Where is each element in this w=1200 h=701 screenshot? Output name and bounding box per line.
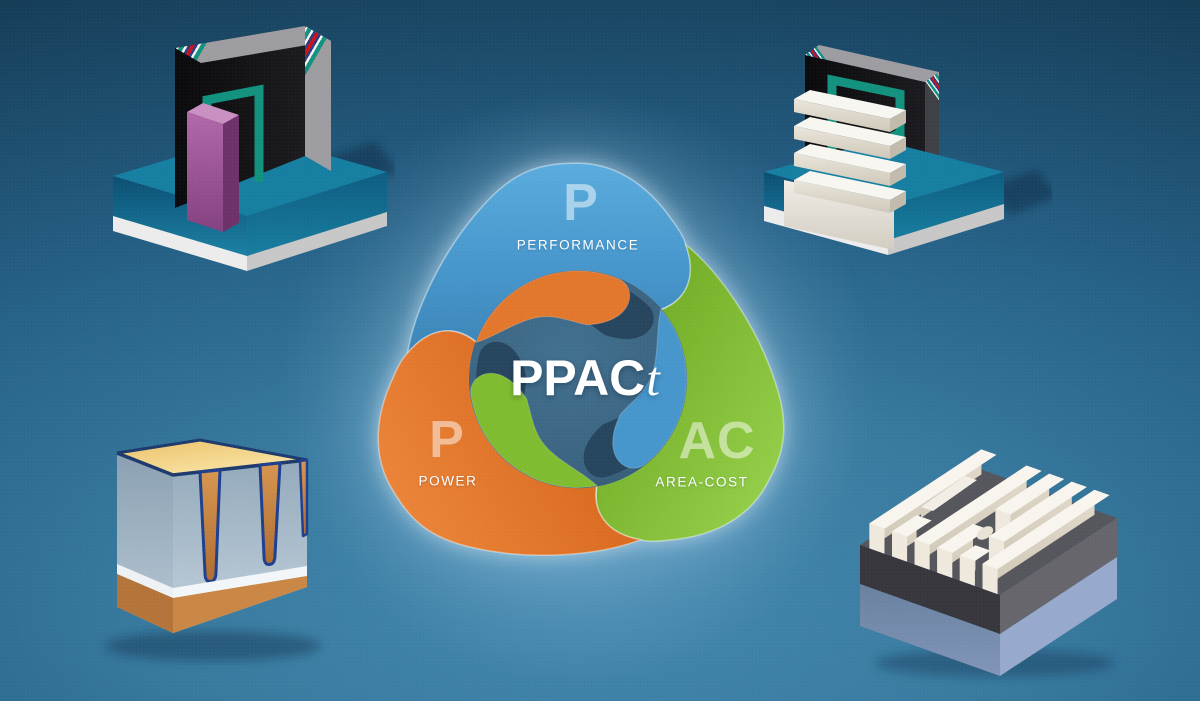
ppact-triskelion: P PERFORMANCE P POWER AC AREA-COST PPACt: [338, 137, 818, 617]
finfet-fin-pillar: [187, 103, 239, 232]
performance-label: PERFORMANCE: [516, 237, 640, 253]
via-cube-illustration: [105, 438, 321, 661]
nanosheet-illustration: [764, 45, 1052, 255]
power-letter: P: [429, 411, 465, 469]
ppact-hub-label-t: t: [646, 351, 660, 406]
finfet-illustration: [113, 26, 395, 271]
power-label: POWER: [418, 473, 478, 489]
via-cube-copper-trenches: [198, 458, 309, 584]
ppact-hub-label-main: PPAC: [510, 350, 646, 406]
nanosheet-sheets-stack: [794, 90, 906, 213]
area-cost-label: AREA-COST: [655, 474, 749, 490]
collapsed-fin-defect: [921, 476, 977, 518]
fin-pattern-illustration: [860, 449, 1117, 677]
ppact-hub-label: PPACt: [510, 353, 660, 403]
via-cube-base-layers: [117, 564, 307, 633]
area-cost-letter: AC: [678, 412, 756, 470]
via-cube-cast-shadow: [105, 631, 321, 661]
fin-pattern-bars: [869, 449, 1110, 595]
nanosheet-footing-block: [784, 180, 894, 250]
triskelion-graphic: [338, 162, 818, 617]
performance-letter: P: [563, 174, 599, 232]
